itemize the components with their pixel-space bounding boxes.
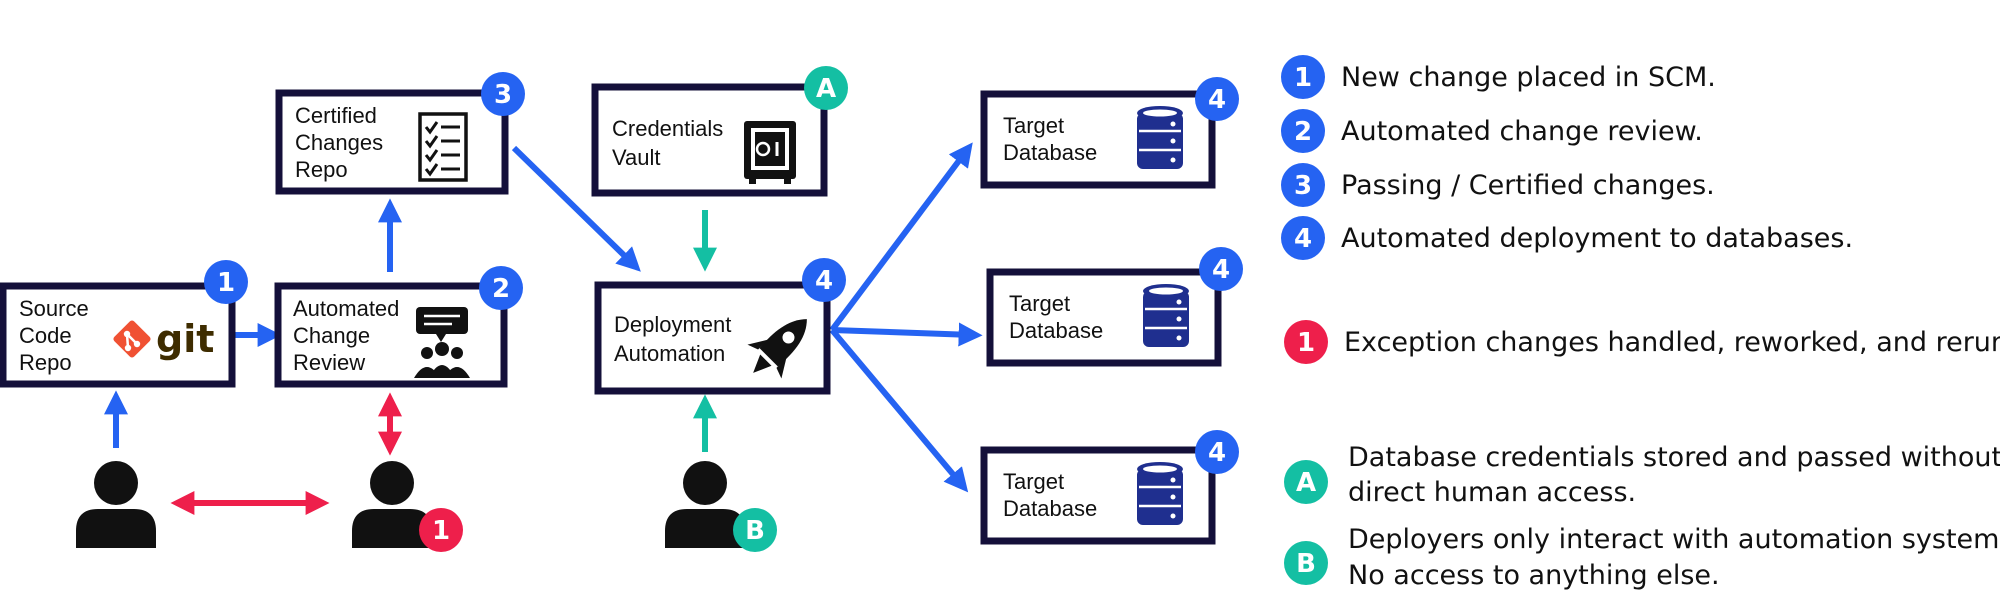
node-label-line: Repo [19, 350, 72, 375]
badge-label: 4 [1208, 438, 1226, 468]
node-label-line: Automated [293, 296, 399, 321]
node-label-line: Vault [612, 145, 661, 170]
node-label-line: Automation [614, 341, 725, 366]
step-badge: 4 [1199, 247, 1243, 291]
git-logo-icon: git [113, 317, 214, 361]
badge-label: 4 [815, 266, 833, 296]
legend-text: Passing / Certified changes. [1341, 170, 1715, 201]
badge-label: 3 [494, 80, 512, 110]
legend-badge [1281, 163, 1325, 207]
legend-item: B Deployers only interact with automation… [1284, 524, 2000, 591]
database-icon [1137, 462, 1183, 525]
legend-item: A Database credentials stored and passed … [1284, 442, 2000, 508]
legend-item: 1 New change placed in SCM. [1281, 55, 1716, 99]
legend: 1 New change placed in SCM. 2 Automated cha… [1281, 55, 2000, 591]
badge-label: 2 [492, 274, 510, 304]
node-label-line: Target [1003, 113, 1064, 138]
change-review-node: Automated Change Review 2 [274, 266, 523, 388]
legend-badge-label: A [1296, 468, 1316, 498]
source-repo-node: Source Code Repo git 1 [0, 260, 248, 388]
legend-text: Database credentials stored and passed w… [1348, 442, 2000, 473]
step-badge: 4 [1195, 77, 1239, 121]
legend-item: 3 Passing / Certified changes. [1281, 163, 1715, 207]
node-label-line: Repo [295, 157, 348, 182]
legend-text: Deployers only interact with automation … [1348, 524, 2000, 555]
node-label-line: Database [1009, 318, 1103, 343]
node-label-line: Changes [295, 130, 383, 155]
badge-label: 1 [217, 268, 235, 298]
legend-badge-label: B [1296, 549, 1316, 579]
exception-badge: 1 [419, 508, 463, 552]
rocket-icon [747, 319, 807, 379]
node-label-line: Review [293, 350, 365, 375]
deployment-node: Deployment Automation 4 [594, 258, 846, 395]
step-badge: 4 [1195, 430, 1239, 474]
node-label-line: Change [293, 323, 370, 348]
legend-text: Exception changes handled, reworked, and… [1344, 327, 2000, 358]
target-db-1-node: Target Database 4 [980, 77, 1239, 189]
badge-label: 1 [432, 516, 450, 546]
node-label-line: Target [1009, 291, 1070, 316]
node-label-line: Target [1003, 469, 1064, 494]
certified-repo-node: Certified Changes Repo 3 [275, 72, 525, 195]
legend-badge [1281, 109, 1325, 153]
arrow-deployment-to-db-1 [829, 142, 973, 332]
badge-label: B [745, 516, 765, 546]
legend-badge-label: 3 [1294, 171, 1312, 201]
reviewer-person-icon: 1 [352, 461, 463, 552]
node-label-line: Certified [295, 103, 377, 128]
arrows [104, 142, 983, 515]
step-badge: A [804, 66, 848, 110]
legend-item: 1 Exception changes handled, reworked, an… [1284, 320, 2000, 364]
legend-text: Automated change review. [1341, 116, 1703, 147]
node-label-line: Source [19, 296, 89, 321]
arrow-deployment-to-db-3 [829, 328, 969, 493]
legend-badge [1284, 541, 1328, 585]
checklist-icon [418, 112, 468, 182]
team-chat-icon [414, 307, 470, 378]
legend-badge [1281, 55, 1325, 99]
legend-badge-label: 4 [1294, 224, 1312, 254]
legend-badge-label: 1 [1297, 328, 1315, 358]
target-db-3-node: Target Database 4 [980, 430, 1239, 545]
database-icon [1137, 106, 1183, 169]
badge-label: 4 [1208, 85, 1226, 115]
legend-badge [1284, 460, 1328, 504]
deployer-badge: B [733, 508, 777, 552]
legend-item: 2 Automated change review. [1281, 109, 1703, 153]
badge-label: A [816, 74, 836, 104]
step-badge: 4 [802, 258, 846, 302]
deployer-person-icon: B [665, 461, 777, 552]
node-label-line: Deployment [614, 312, 731, 337]
node-label-line: Database [1003, 140, 1097, 165]
legend-badge-label: 1 [1294, 63, 1312, 93]
node-label-line: Credentials [612, 116, 723, 141]
node-label-line: Database [1003, 496, 1097, 521]
legend-text: direct human access. [1348, 477, 1636, 508]
legend-text: No access to anything else. [1348, 560, 1720, 591]
step-badge: 3 [481, 72, 525, 116]
safe-icon [744, 121, 796, 184]
arrow-certified-repo-to-deployment [511, 145, 641, 272]
git-logo-text: git [156, 317, 214, 361]
badge-label: 4 [1212, 255, 1230, 285]
credentials-vault-node: Credentials Vault A [591, 66, 848, 197]
step-badge: 1 [204, 260, 248, 304]
database-icon [1143, 284, 1189, 347]
legend-item: 4 Automated deployment to databases. [1281, 216, 1853, 260]
arrow-deployment-to-db-2 [831, 322, 983, 347]
legend-badge [1281, 216, 1325, 260]
legend-badge-label: 2 [1294, 117, 1312, 147]
node-label-line: Code [19, 323, 72, 348]
legend-text: New change placed in SCM. [1341, 62, 1716, 93]
developer-person-icon [76, 461, 156, 548]
target-db-2-node: Target Database 4 [986, 247, 1243, 367]
legend-text: Automated deployment to databases. [1341, 223, 1853, 254]
legend-badge [1284, 320, 1328, 364]
step-badge: 2 [479, 266, 523, 310]
